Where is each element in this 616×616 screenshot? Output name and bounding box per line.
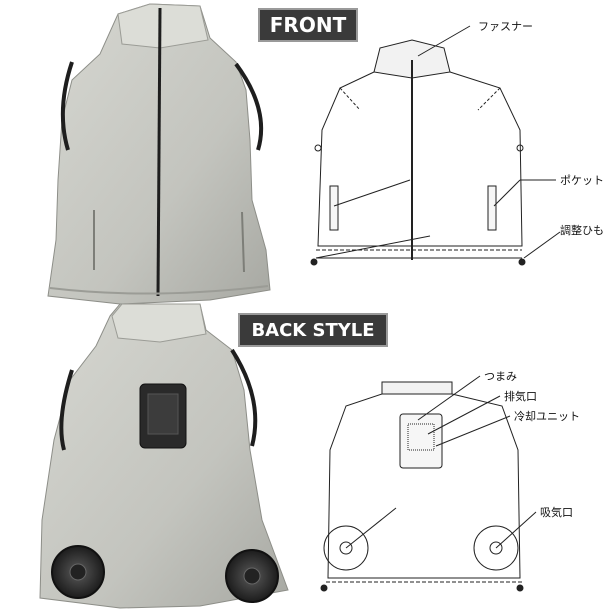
cooling-unit-diagram [399,413,443,469]
front-label: FRONT [258,8,358,42]
callout-knob: つまみ [484,370,517,383]
callout-cooling-unit: 冷却ユニット [514,410,580,423]
callout-line-pocket-right [493,179,521,207]
callout-line-fastener [417,25,471,57]
callout-line-drawstring-right [523,231,561,259]
back-vest-photo [39,303,289,609]
front-diagram [310,25,561,266]
callout-drawstring: 調整ひも [560,224,604,237]
callout-fastener: ファスナー [478,20,533,33]
back-style-label: BACK STYLE [238,313,388,347]
left-fan-diagram [323,525,369,571]
callout-exhaust: 排気口 [504,390,537,403]
right-fan-diagram [473,525,519,571]
back-diagram [320,375,537,592]
callout-pocket: ポケット [560,174,604,187]
callout-intake: 吸気口 [540,506,573,519]
front-vest-photo [47,3,271,305]
callout-line-pocket-left [333,179,411,207]
callout-line-drawstring-left [315,235,431,259]
